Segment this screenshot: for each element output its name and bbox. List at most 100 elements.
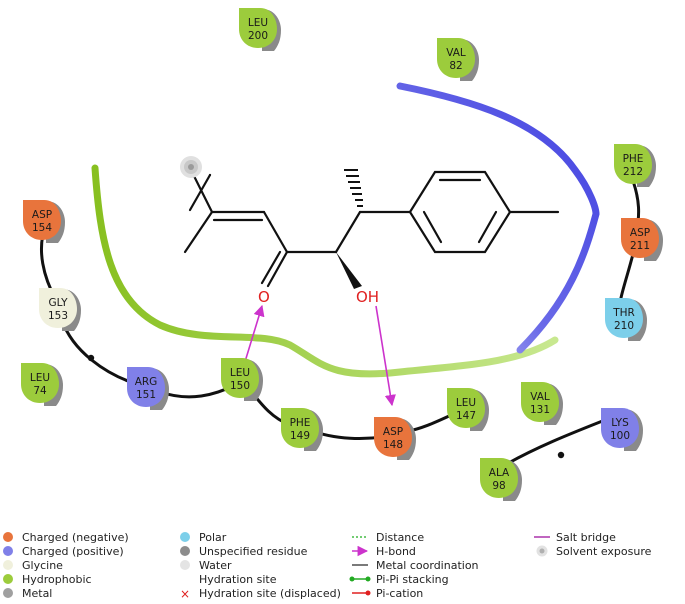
legend-swatch [3,574,13,584]
atom-label-hydroxyl: OH [356,288,379,306]
residue-layer: LEU200VAL82PHE212ASP211THR210ASP154GLY15… [21,8,663,501]
legend-label: Polar [199,531,227,544]
legend-label: Charged (positive) [22,545,124,558]
residue-number: 212 [623,166,643,178]
legend-label: Pi-cation [376,587,423,600]
residue-name: LEU [30,372,50,384]
pocket-outline [91,82,600,378]
legend-item-col4-1: Solvent exposure [536,545,652,558]
residue-number: 150 [230,380,250,392]
residue-number: 74 [33,385,47,397]
backbone-ala98-lys100 [504,416,611,467]
legend-item-col3-1: H-bond [352,545,416,558]
hashed-wedge [344,169,363,207]
legend-label: Metal coordination [376,559,479,572]
residue-number: 98 [492,480,505,492]
residue-name: GLY [48,297,68,309]
legend-item-col2-2: Water [180,559,232,572]
legend-swatch [3,546,13,556]
residue-name: LYS [611,417,629,429]
legend-item-col3-0: Distance [352,531,424,544]
residue-number: 210 [614,320,634,332]
legend-item-col2-1: Unspecified residue [180,545,308,558]
legend-item-col3-4: Pi-cation [352,587,423,600]
legend: Charged (negative)Charged (positive)Glyc… [3,531,652,601]
pocket-outline-blue [396,82,600,354]
residue-body [621,218,659,258]
residue-name: LEU [456,397,476,409]
residue-body [437,38,475,78]
residue-number: 131 [530,404,550,416]
residue-number: 211 [630,240,650,252]
residue-name: THR [612,307,635,319]
hbond-arrows [243,304,396,407]
legend-item-col3-3: Pi-Pi stacking [349,573,449,586]
legend-swatch [180,560,190,570]
hbond-oh-to-asp148 [375,305,396,407]
residue-body [39,288,77,328]
legend-label: H-bond [376,545,416,558]
legend-label: Glycine [22,559,63,572]
residue-body [21,363,59,403]
residue-number: 82 [449,60,462,72]
residue-name: ARG [135,376,158,388]
residue-name: ASP [383,426,403,438]
residue-name: PHE [290,417,311,429]
residue-name: ASP [32,209,52,221]
residue-name: LEU [248,17,268,29]
legend-label: Unspecified residue [199,545,308,558]
legend-item-col1-4: Metal [3,587,52,600]
legend-item-col2-0: Polar [180,531,227,544]
legend-item-col1-1: Charged (positive) [3,545,124,558]
residue-number: 149 [290,430,310,442]
residue-body [221,358,259,398]
legend-item-col1-0: Charged (negative) [3,531,129,544]
residue-body [605,298,643,338]
legend-item-col1-3: Hydrophobic [3,573,92,586]
ligand-structure [183,170,560,288]
legend-label: Pi-Pi stacking [376,573,449,586]
legend-swatch [3,588,13,598]
legend-label: Solvent exposure [556,545,652,558]
legend-item-col3-2: Metal coordination [352,559,479,572]
legend-label: Hydration site (displaced) [199,587,341,600]
residue-name: ASP [630,227,650,239]
residue-number: 147 [456,410,476,422]
residue-name: VAL [530,391,550,403]
legend-swatch [180,532,190,542]
residue-number: 100 [610,430,630,442]
solid-wedge [336,252,362,289]
legend-label: Hydration site [199,573,277,586]
residue-body [601,408,639,448]
residue-number: 153 [48,310,68,322]
residue-name: LEU [230,367,250,379]
legend-label: Metal [22,587,52,600]
residue-body [447,388,485,428]
residue-body [127,367,165,407]
legend-swatch [180,546,190,556]
legend-label: Water [199,559,232,572]
cross-icon: × [180,587,190,601]
residue-body [614,144,652,184]
residue-name: PHE [623,153,644,165]
backbone-dot-1 [87,354,95,362]
legend-item-col2-3: Hydration site [199,573,277,586]
residue-body [23,200,61,240]
